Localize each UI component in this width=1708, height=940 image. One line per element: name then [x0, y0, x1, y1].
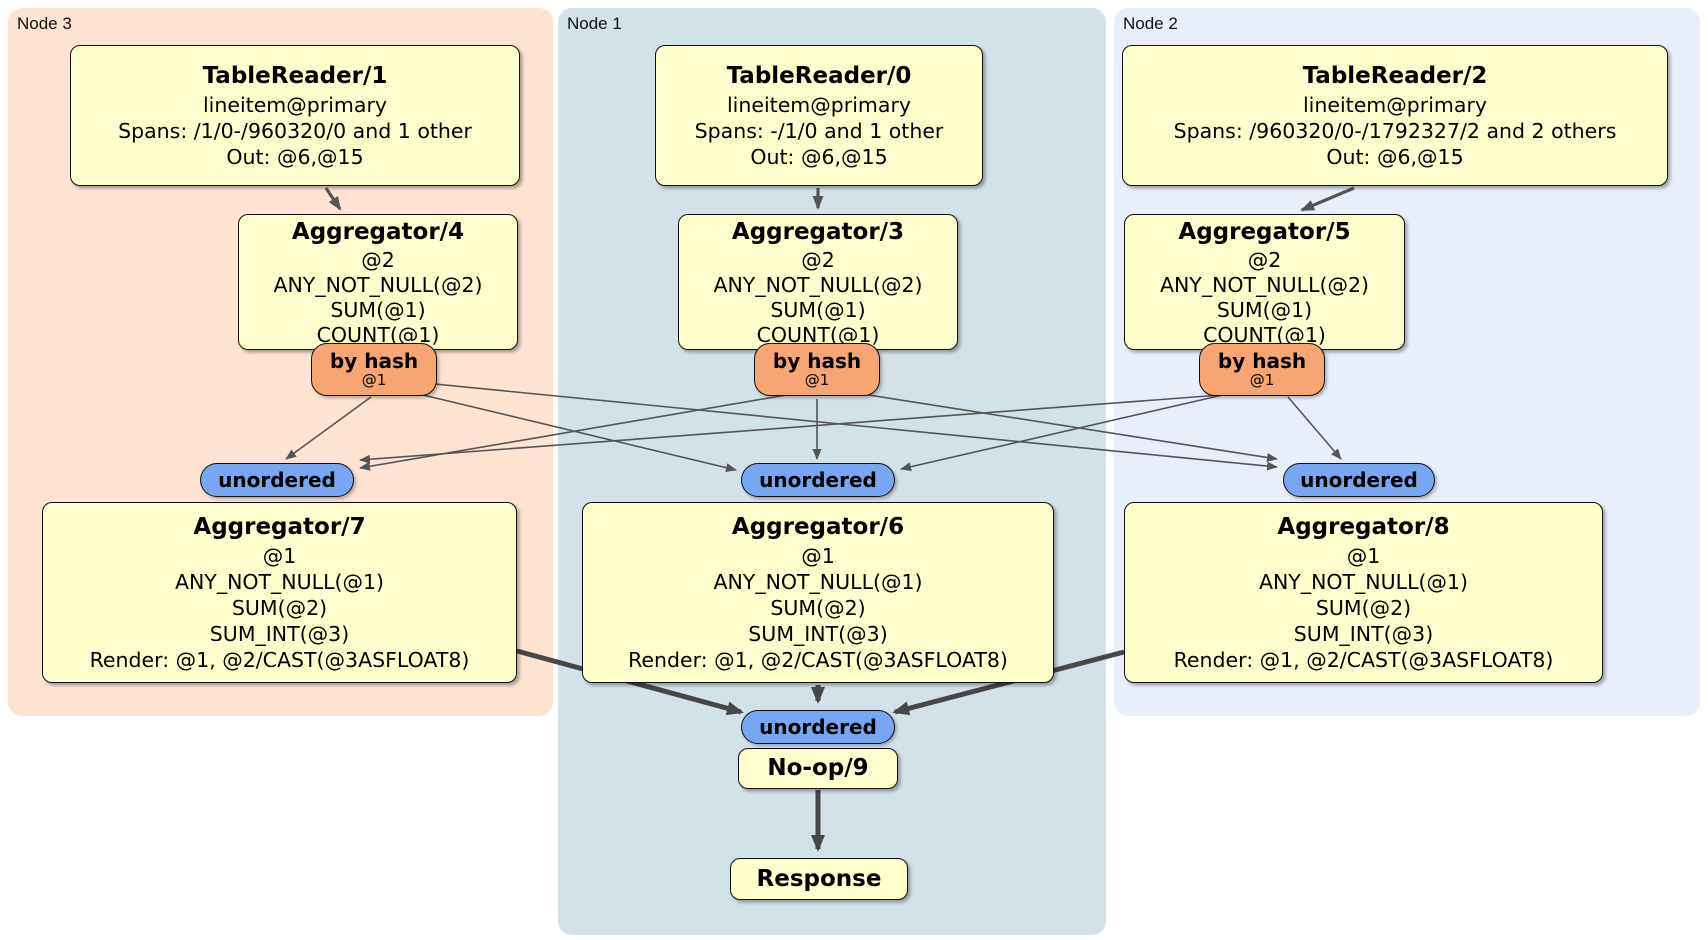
- edge-router3-sync1: [397, 388, 737, 473]
- edge-router1-sync3: [359, 393, 793, 471]
- sync-unordered-node3: unordered: [200, 463, 354, 497]
- processor-aggregator-5: Aggregator/5 @2 ANY_NOT_NULL(@2) SUM(@1)…: [1124, 214, 1405, 350]
- processor-aggregator-7: Aggregator/7 @1 ANY_NOT_NULL(@1) SUM(@2)…: [42, 502, 517, 683]
- sync-unordered-node2: unordered: [1283, 463, 1435, 497]
- sync-unordered-final: unordered: [741, 710, 895, 744]
- edge-router1-sync2: [842, 390, 1278, 462]
- node-group-3-label: Node 3: [17, 14, 72, 33]
- edge-router2-sync2: [1287, 396, 1342, 460]
- node-group-1-label: Node 1: [567, 14, 622, 33]
- edge-router2-sync3: [359, 393, 1235, 464]
- processor-aggregator-6: Aggregator/6 @1 ANY_NOT_NULL(@1) SUM(@2)…: [582, 502, 1054, 683]
- router-by-hash-node3: by hash @1: [311, 343, 437, 396]
- processor-aggregator-4: Aggregator/4 @2 ANY_NOT_NULL(@2) SUM(@1)…: [238, 214, 518, 350]
- sync-unordered-node1: unordered: [741, 463, 895, 497]
- processor-tablereader-1: TableReader/1 lineitem@primary Spans: /1…: [70, 45, 520, 186]
- edge-tr2-agg5: [1300, 186, 1355, 212]
- processor-aggregator-3: Aggregator/3 @2 ANY_NOT_NULL(@2) SUM(@1)…: [678, 214, 958, 350]
- processor-tablereader-0: TableReader/0 lineitem@primary Spans: -/…: [655, 45, 983, 186]
- edge-router2-sync1: [900, 390, 1241, 472]
- processor-noop-9: No-op/9: [738, 748, 898, 789]
- router-by-hash-node1: by hash @1: [754, 343, 880, 396]
- processor-tablereader-2: TableReader/2 lineitem@primary Spans: /9…: [1122, 45, 1668, 186]
- edge-router3-sync3: [285, 396, 372, 460]
- processor-response: Response: [730, 858, 908, 900]
- edge-tr1-agg4: [324, 187, 342, 211]
- node-group-2-label: Node 2: [1123, 14, 1178, 33]
- processor-aggregator-8: Aggregator/8 @1 ANY_NOT_NULL(@1) SUM(@2)…: [1124, 502, 1603, 683]
- router-by-hash-node2: by hash @1: [1199, 343, 1325, 396]
